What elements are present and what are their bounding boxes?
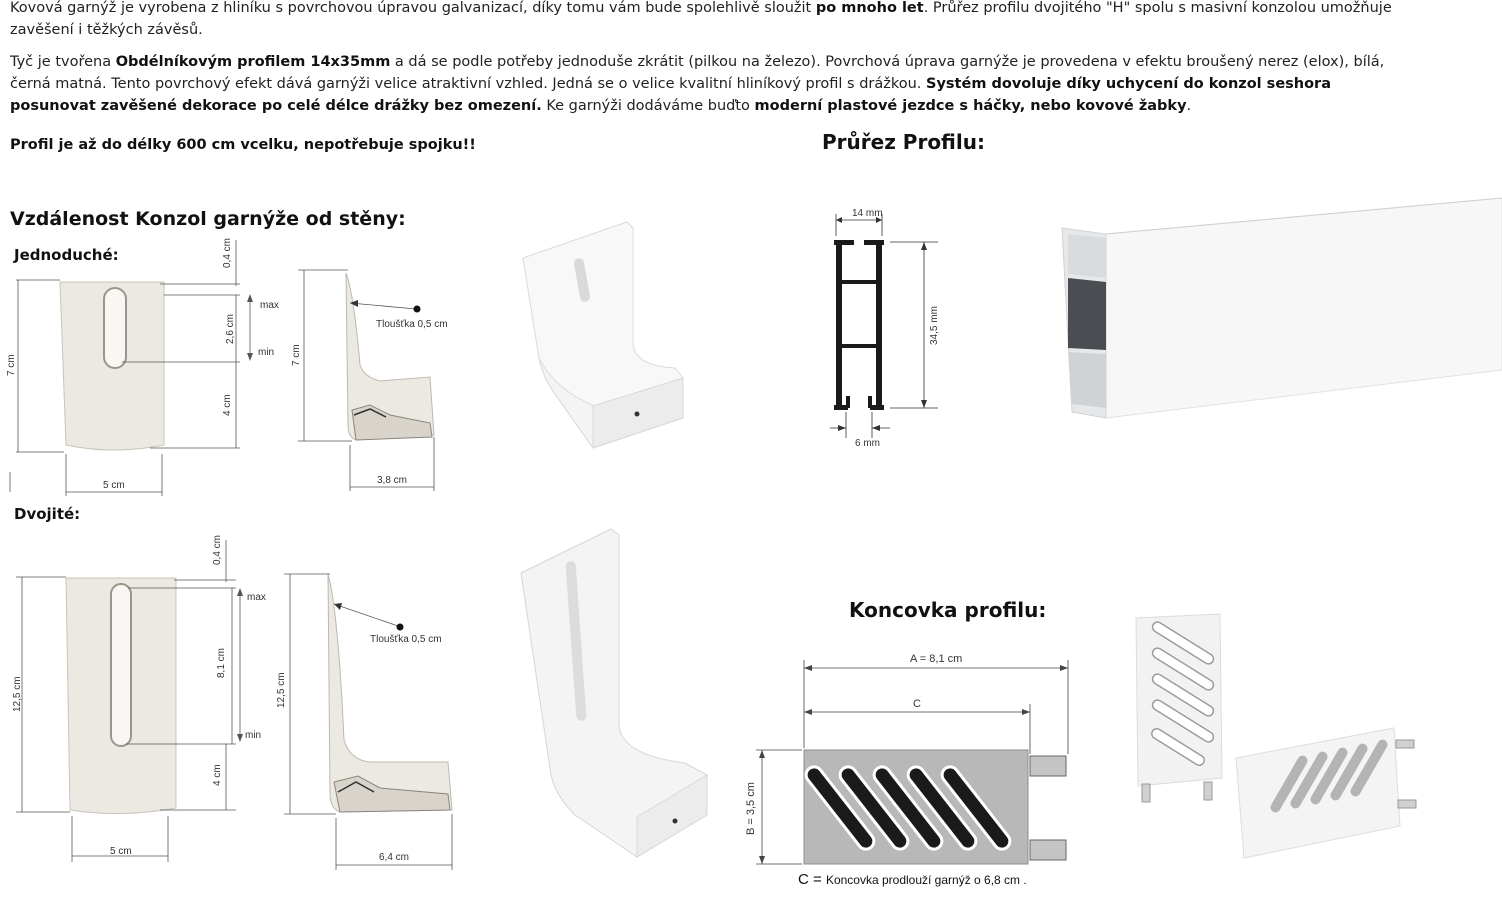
single-height-label: 7 cm [6,354,17,376]
endcap-c-label: C [913,698,921,710]
profile-height-label: 34,5 mm [929,306,940,345]
endcap-b-label: B = 3,5 cm [745,782,757,835]
double-bracket-front-drawing [16,540,243,862]
single-width-label: 5 cm [103,480,125,491]
double-top-gap-label: 0,4 cm [212,534,223,565]
double-height-label: 12,5 cm [12,676,23,712]
heading-bracket-distance: Vzdálenost Konzol garnýže od stěny: [10,208,406,230]
single-bracket-front-drawing [9,240,253,496]
profile-width-label: 14 mm [852,208,883,219]
single-min-label: min [258,347,275,358]
intro-paragraph-3: Profil je až do délky 600 cm vcelku, nep… [10,137,476,153]
single-depth-label: 3,8 cm [377,475,408,486]
endcap-3d-image [1135,613,1417,859]
profile-3d-image [1061,197,1502,419]
double-thickness-label: Tloušťka 0,5 cm [370,634,442,645]
profile-slot-label: 6 mm [855,438,880,449]
single-slot-label: 2,6 cm [225,313,236,344]
single-top-gap-label: 0,4 cm [222,237,233,268]
label-double: Dvojité: [14,505,81,523]
single-bracket-3d-image [522,221,684,449]
single-bracket-side-drawing [298,269,435,491]
double-bracket-side-drawing [284,573,453,870]
double-bracket-3d-image [520,528,708,858]
profile-cross-section-drawing [830,214,938,438]
single-thickness-label: Tloušťka 0,5 cm [376,319,448,330]
double-depth-label: 6,4 cm [379,852,410,863]
double-width-label: 5 cm [110,846,132,857]
endcap-a-label: A = 8,1 cm [910,653,963,665]
endcap-note: C = Koncovka prodlouží garnýž o 6,8 cm . [798,871,1027,888]
double-bottom-label: 4 cm [212,764,223,786]
double-slot-label: 8,1 cm [216,647,227,678]
heading-endcap: Koncovka profilu: [849,598,1047,622]
double-min-label: min [245,730,262,741]
double-max-label: max [247,592,266,603]
single-side-height-label: 7 cm [291,344,302,366]
label-single: Jednoduché: [14,246,119,264]
intro-paragraph-1: Kovová garnýž je vyrobena z hliníku s po… [10,0,1392,38]
heading-profile-section: Průřez Profilu: [822,130,985,154]
intro-paragraph-2: Tyč je tvořena Obdélníkovým profilem 14x… [10,54,1385,114]
endcap-drawing [756,660,1069,865]
single-max-label: max [260,300,279,311]
single-bottom-label: 4 cm [222,394,233,416]
double-side-height-label: 12,5 cm [276,672,287,708]
